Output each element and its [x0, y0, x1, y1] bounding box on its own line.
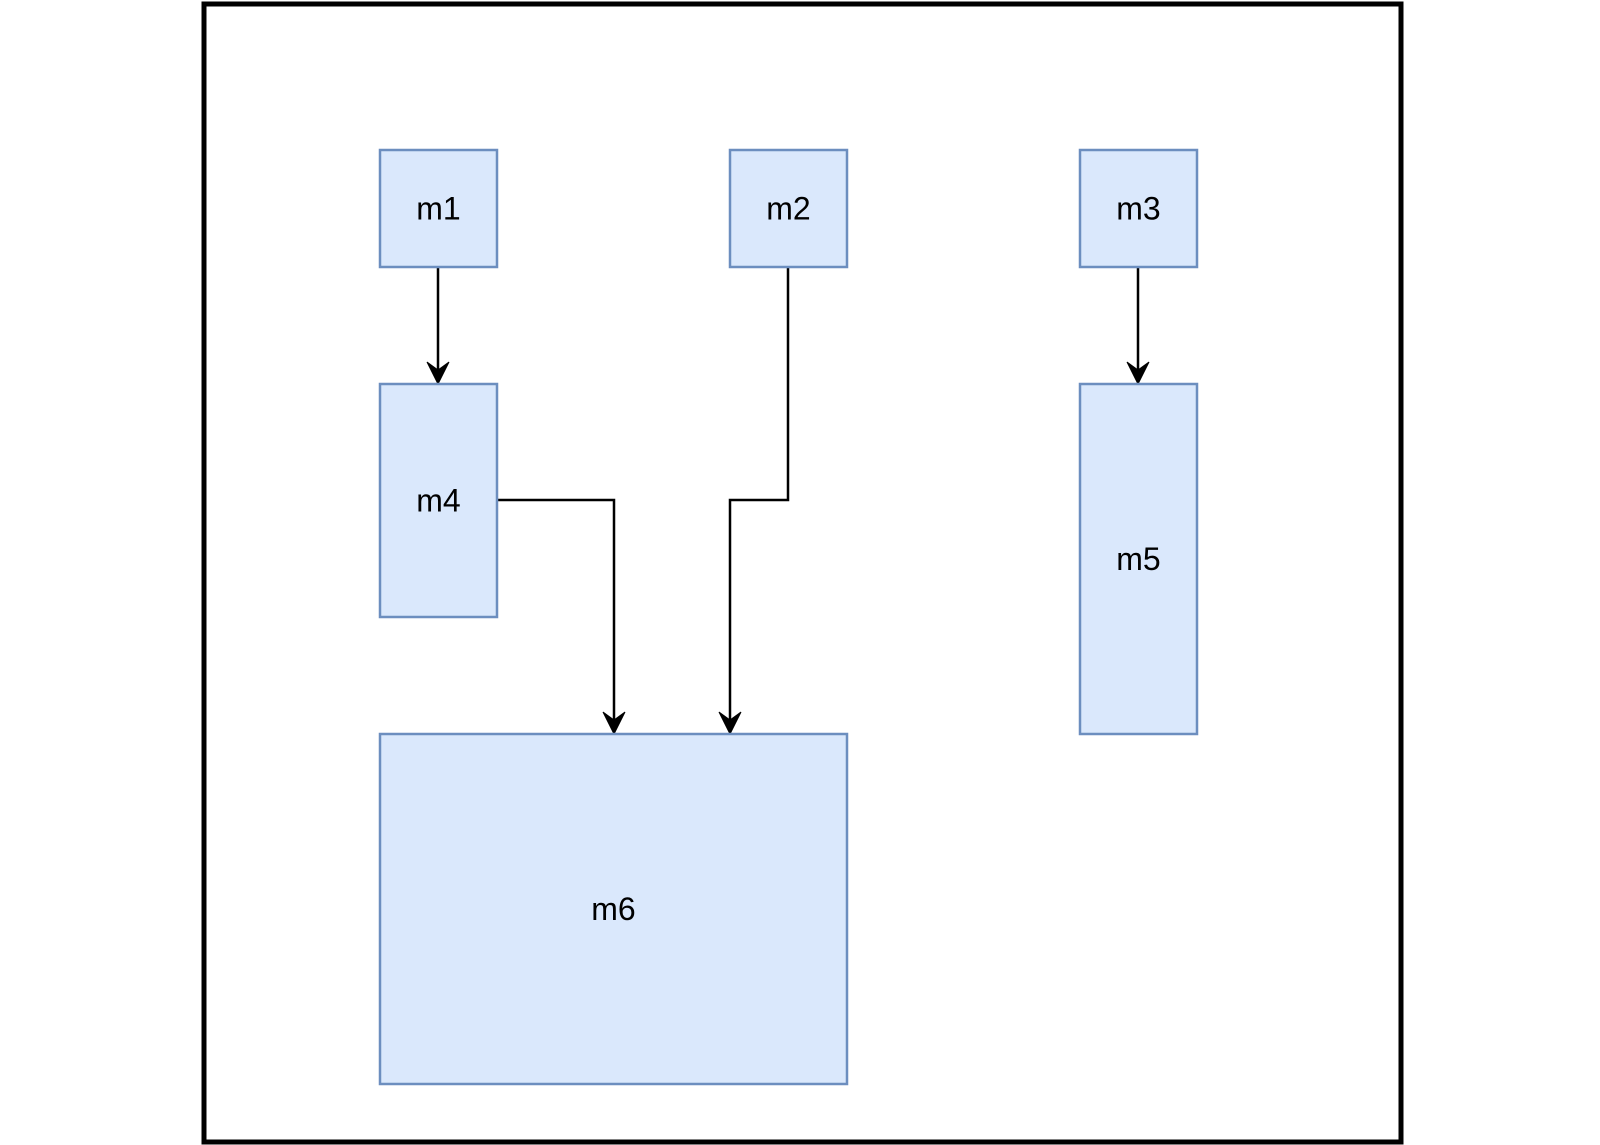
edge-line: [728, 267, 790, 720]
node-m4: m4: [378, 382, 499, 619]
node-box: [1078, 382, 1199, 736]
edge-m3-to-m5: [1126, 267, 1150, 386]
edge-m2-to-m6: [718, 267, 790, 736]
arrow-head-icon: [602, 711, 626, 736]
node-m1: m1: [378, 148, 499, 269]
edge-m1-to-m4: [426, 267, 450, 386]
node-box: [378, 382, 499, 619]
node-box: [378, 732, 849, 1086]
node-label: m2: [766, 191, 810, 227]
node-label: m4: [416, 483, 460, 519]
node-label: m6: [591, 891, 635, 927]
node-m5: m5: [1078, 382, 1199, 736]
node-label: m1: [416, 191, 460, 227]
node-m2: m2: [728, 148, 849, 269]
edges-layer: [426, 267, 1150, 736]
arrow-head-icon: [718, 711, 742, 736]
node-box: [728, 148, 849, 269]
node-label: m5: [1116, 541, 1160, 577]
nodes-layer: m1 m2 m3 m4 m5 m6: [378, 148, 1199, 1086]
edge-m4-to-m6: [497, 498, 626, 736]
node-box: [1078, 148, 1199, 269]
arrow-head-icon: [426, 361, 450, 386]
node-box: [378, 148, 499, 269]
node-m6: m6: [378, 732, 849, 1086]
edge-line: [497, 498, 616, 720]
node-label: m3: [1116, 191, 1160, 227]
arrow-head-icon: [1126, 361, 1150, 386]
node-m3: m3: [1078, 148, 1199, 269]
